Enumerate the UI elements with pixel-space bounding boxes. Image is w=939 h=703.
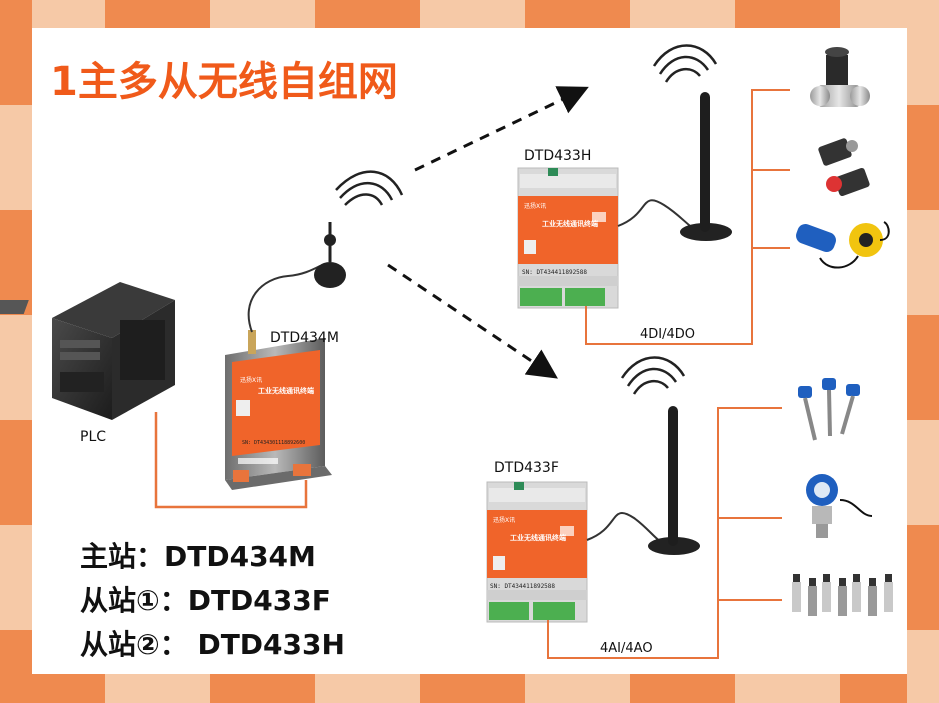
frame-tile bbox=[907, 420, 939, 525]
slave-f-io-label: 4AI/4AO bbox=[600, 641, 653, 656]
level-sensor bbox=[792, 582, 801, 612]
level-sensor bbox=[852, 582, 861, 612]
legend-slave-f: 从站①：DTD433F bbox=[80, 584, 331, 617]
frame-tile bbox=[0, 210, 32, 315]
master-antenna-cable bbox=[247, 265, 321, 333]
temperature-probes-image bbox=[798, 378, 860, 441]
level-sensor bbox=[884, 582, 893, 612]
sensor-array-image bbox=[792, 574, 893, 616]
slave-f-signal-icon bbox=[620, 356, 686, 395]
frame-tile bbox=[735, 0, 840, 28]
slave-f-antenna-cable bbox=[586, 511, 665, 545]
master-brand: 迅扬X讯 bbox=[240, 376, 262, 384]
plc-label: PLC bbox=[80, 429, 106, 445]
frame-tile bbox=[907, 0, 939, 105]
link-arrow-to-h bbox=[414, 86, 589, 172]
float-switch-image bbox=[796, 221, 890, 269]
frame-tile bbox=[315, 674, 420, 703]
frame-tile bbox=[525, 674, 630, 703]
level-sensor bbox=[868, 586, 877, 616]
legend-slave-h: 从站②： DTD433H bbox=[80, 628, 345, 661]
frame-tile bbox=[907, 210, 939, 315]
slave-f-device bbox=[486, 481, 588, 623]
slave-f-product: 工业无线通讯终端 bbox=[510, 533, 566, 542]
slave-h-label: DTD433H bbox=[524, 148, 591, 164]
slave-h-io-label: 4DI/4DO bbox=[640, 327, 695, 342]
frame-tile bbox=[105, 0, 210, 28]
level-sensor-cap bbox=[809, 578, 816, 586]
frame-tile bbox=[907, 630, 939, 703]
slave-f-sn: SN: DT434411892588 bbox=[490, 583, 555, 590]
level-sensor-cap bbox=[823, 574, 830, 582]
push-button-sensor-image bbox=[818, 138, 870, 197]
level-sensor-cap bbox=[885, 574, 892, 582]
frame-tile bbox=[907, 525, 939, 630]
frame-tile bbox=[420, 0, 525, 28]
frame-tile bbox=[0, 630, 32, 703]
slave-f-brand: 迅扬X讯 bbox=[493, 516, 515, 524]
master-device bbox=[225, 330, 332, 490]
link-arrow-to-f bbox=[387, 263, 558, 379]
slave-h-signal-icon bbox=[652, 44, 718, 83]
master-sn: SN: DT434301118892600 bbox=[242, 440, 305, 446]
frame-tile bbox=[420, 674, 525, 703]
frame-tile bbox=[735, 674, 840, 703]
master-label: DTD434M bbox=[270, 330, 339, 346]
slave-h-io-wiring bbox=[585, 89, 790, 345]
level-sensor bbox=[822, 582, 831, 612]
level-sensor-cap bbox=[839, 578, 846, 586]
slave-h-brand: 迅扬X讯 bbox=[524, 202, 546, 210]
slave-f-label: DTD433F bbox=[494, 460, 559, 476]
frame-tile bbox=[210, 0, 315, 28]
wire-plc-master bbox=[154, 412, 308, 509]
frame-tile bbox=[907, 315, 939, 420]
master-signal-icon bbox=[335, 170, 404, 206]
frame-tile bbox=[0, 420, 32, 525]
plc-device bbox=[0, 282, 175, 420]
frame-tile bbox=[210, 674, 315, 703]
frame-tile bbox=[0, 105, 32, 210]
level-sensor-cap bbox=[793, 574, 800, 582]
frame-tile bbox=[630, 674, 735, 703]
legend-master: 主站：DTD434M bbox=[80, 540, 316, 573]
page-title: 1主多从无线自组网 bbox=[50, 59, 398, 105]
frame-tile bbox=[907, 105, 939, 210]
solenoid-valve-image bbox=[810, 47, 870, 107]
frame-tile bbox=[315, 0, 420, 28]
slave-h-antenna-cable bbox=[617, 199, 697, 231]
slave-f-antenna bbox=[648, 406, 700, 555]
level-sensor bbox=[808, 586, 817, 616]
frame-tile bbox=[0, 315, 32, 420]
slave-h-antenna bbox=[680, 92, 732, 241]
pressure-transmitter-image bbox=[806, 474, 873, 538]
level-sensor-cap bbox=[869, 578, 876, 586]
slave-h-sn: SN: DT434411892588 bbox=[522, 269, 587, 276]
master-product: 工业无线通讯终端 bbox=[258, 386, 314, 395]
frame-tile bbox=[630, 0, 735, 28]
slave-f-io-wiring bbox=[547, 407, 782, 659]
master-antenna bbox=[314, 222, 346, 288]
level-sensor bbox=[838, 586, 847, 616]
frame-tile bbox=[525, 0, 630, 28]
frame-tile bbox=[105, 674, 210, 703]
level-sensor-cap bbox=[853, 574, 860, 582]
frame-tile bbox=[0, 0, 32, 105]
frame-tile bbox=[0, 525, 32, 630]
slave-h-product: 工业无线通讯终端 bbox=[542, 219, 598, 228]
slave-h-device bbox=[517, 167, 619, 309]
